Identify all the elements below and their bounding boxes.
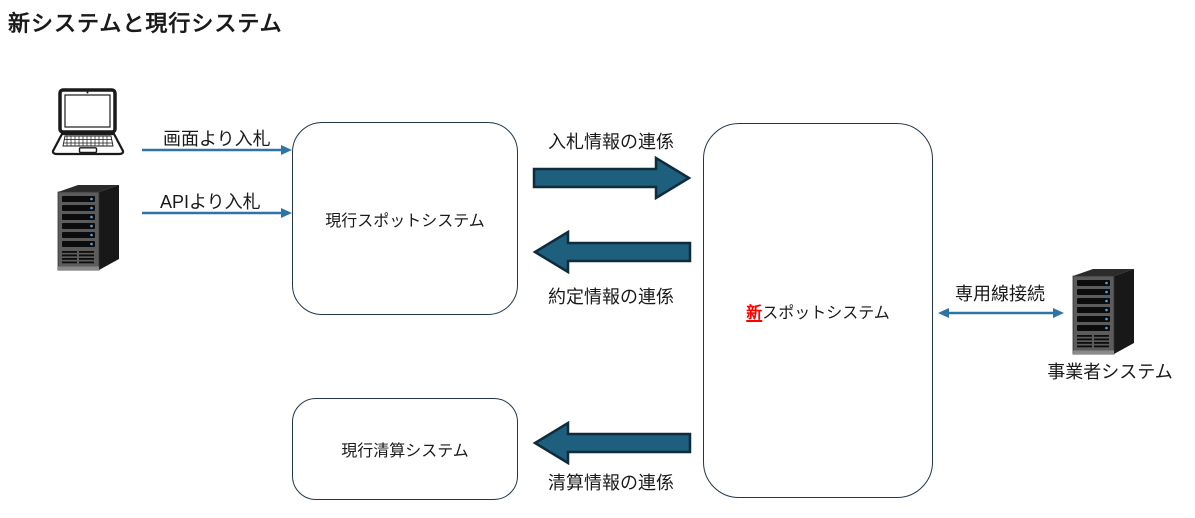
flow-label-contract-info: 約定情報の連係	[548, 287, 674, 307]
block-arrow-contract-info-left	[532, 230, 692, 274]
block-arrow-bid-info-right	[532, 156, 692, 200]
flow-label-screen-bid: 画面より入札	[163, 129, 271, 149]
flow-label-bid-info: 入札情報の連係	[548, 132, 674, 152]
operator-system-label: 事業者システム	[1047, 362, 1173, 382]
new-highlight-text: 新	[746, 304, 763, 322]
flow-label-settlement-info: 清算情報の連係	[548, 473, 674, 493]
flow-label-dedicated-line: 専用線接続	[955, 284, 1045, 304]
laptop-icon	[51, 88, 125, 156]
arrow-api-bid	[142, 208, 292, 218]
box-new-spot-label: 新スポットシステム	[746, 299, 890, 323]
box-current-spot-system: 現行スポットシステム	[292, 122, 518, 315]
flow-label-api-bid: APIより入札	[160, 192, 261, 212]
box-settlement-label: 現行清算システム	[341, 443, 469, 460]
box-new-spot-system: 新スポットシステム	[703, 123, 933, 498]
block-arrow-settlement-info-left	[532, 421, 692, 465]
double-arrow-dedicated-line	[938, 308, 1064, 318]
box-current-settlement-system: 現行清算システム	[292, 398, 518, 500]
server-tower-icon	[1072, 269, 1134, 355]
arrow-screen-bid	[142, 145, 292, 155]
server-tower-icon	[57, 185, 119, 271]
page-title: 新システムと現行システム	[8, 11, 283, 36]
box-current-spot-label: 現行スポットシステム	[325, 212, 485, 230]
new-spot-rest-text: スポットシステム	[762, 304, 890, 322]
